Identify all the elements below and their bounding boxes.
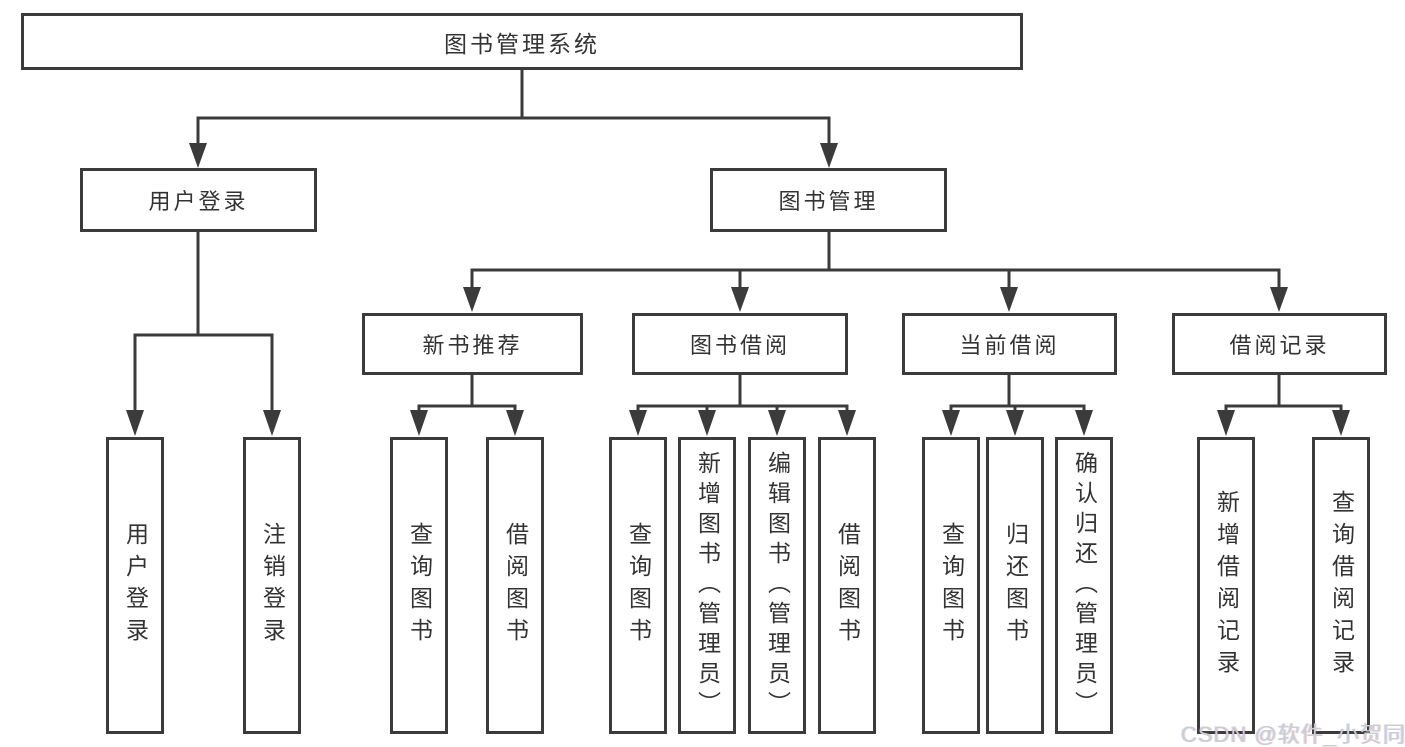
leaf-label: 借阅图书 xyxy=(834,521,861,650)
leaf-user-login: 用户登录 xyxy=(106,437,164,734)
node-label: 新书推荐 xyxy=(422,333,523,358)
leaf-logout: 注销登录 xyxy=(243,437,301,734)
leaf-query-borrow-record: 查询借阅记录 xyxy=(1312,437,1370,734)
leaf-label: 新增图书（管理员） xyxy=(694,450,721,721)
node-label: 图书借阅 xyxy=(689,333,790,358)
leaf-label: 确认归还（管理员） xyxy=(1071,450,1098,721)
leaf-return-book: 归还图书 xyxy=(986,437,1044,734)
node-user-login: 用户登录 xyxy=(80,168,317,232)
leaf-label: 查询图书 xyxy=(625,521,652,650)
node-book-borrowing: 图书借阅 xyxy=(632,313,848,375)
leaf-edit-book-admin: 编辑图书（管理员） xyxy=(748,437,806,734)
node-borrowing-records: 借阅记录 xyxy=(1172,313,1387,375)
leaf-label: 查询图书 xyxy=(938,521,965,650)
leaf-query-books-current: 查询图书 xyxy=(922,437,980,734)
leaf-label: 编辑图书（管理员） xyxy=(764,450,791,721)
leaf-label: 新增借阅记录 xyxy=(1213,489,1240,682)
leaf-label: 用户登录 xyxy=(122,521,149,650)
leaf-add-book-admin: 新增图书（管理员） xyxy=(678,437,736,734)
leaf-query-books-borrow: 查询图书 xyxy=(609,437,667,734)
node-label: 图书管理系统 xyxy=(444,30,600,57)
leaf-borrow-books: 借阅图书 xyxy=(818,437,876,734)
node-new-book-recommendation: 新书推荐 xyxy=(362,313,583,375)
csdn-watermark: CSDN @软件_小贺同学 xyxy=(1181,722,1405,747)
node-label: 用户登录 xyxy=(148,189,249,214)
leaf-confirm-return-admin: 确认归还（管理员） xyxy=(1055,437,1113,734)
leaf-label: 查询图书 xyxy=(406,521,433,650)
leaf-borrow-books-recommend: 借阅图书 xyxy=(486,437,544,734)
leaf-label: 查询借阅记录 xyxy=(1328,489,1355,682)
node-label: 当前借阅 xyxy=(959,333,1060,358)
leaf-label: 归还图书 xyxy=(1002,521,1029,650)
node-label: 图书管理 xyxy=(778,189,879,214)
node-label: 借阅记录 xyxy=(1229,333,1330,358)
arrowhead-icons xyxy=(126,143,1350,436)
node-library-management-system: 图书管理系统 xyxy=(21,13,1023,70)
node-current-borrowing: 当前借阅 xyxy=(902,313,1117,375)
connector-wires xyxy=(133,68,1343,414)
leaf-query-books-recommend: 查询图书 xyxy=(390,437,448,734)
leaf-label: 借阅图书 xyxy=(502,521,529,650)
leaf-add-borrow-record: 新增借阅记录 xyxy=(1197,437,1255,734)
node-book-management: 图书管理 xyxy=(710,168,947,232)
leaf-label: 注销登录 xyxy=(259,521,286,650)
